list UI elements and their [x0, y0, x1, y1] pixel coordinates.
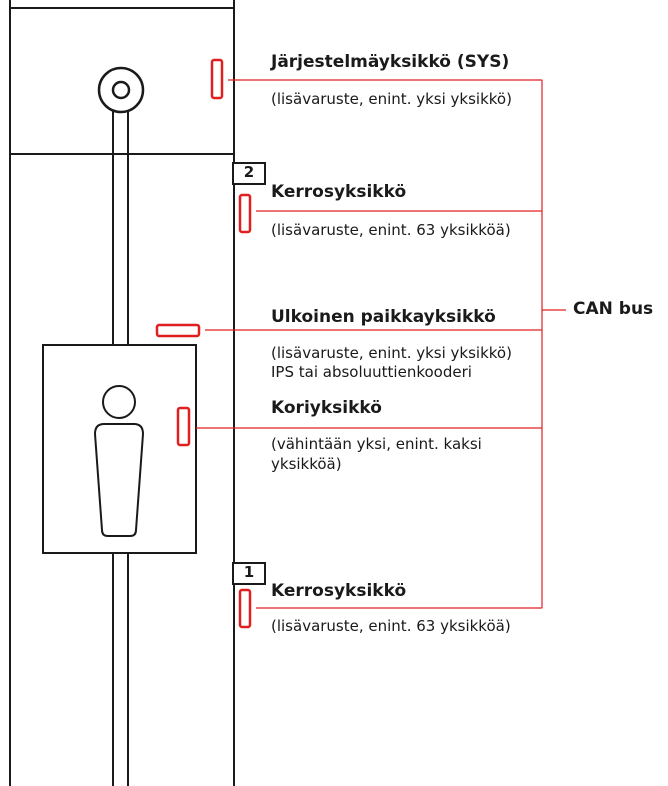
floor-unit-2-title: Kerrosyksikkö [271, 182, 407, 202]
can-bus-wiring [196, 79, 566, 609]
system-unit-marker [210, 58, 224, 100]
system-unit-description: (lisävaruste, enint. yksi yksikkö) [271, 90, 512, 108]
floor-number-2: 2 [243, 163, 255, 181]
position-unit-marker [155, 323, 201, 338]
can-bus-label: CAN bus [573, 299, 654, 319]
floor-unit-1-description: (lisävaruste, enint. 63 yksikköä) [271, 617, 511, 635]
position-unit-description-line2: IPS tai absoluuttienkooderi [271, 363, 472, 381]
car-unit-description-line1: (vähintään yksi, enint. kaksi [271, 435, 482, 453]
position-unit-title: Ulkoinen paikkayksikkö [271, 307, 496, 327]
floor-unit-1-marker [238, 588, 252, 629]
system-unit-ring-icon [97, 66, 145, 114]
car-unit-marker [176, 406, 191, 447]
floor-unit-1-title: Kerrosyksikkö [271, 581, 407, 601]
car-unit-description-line2: yksikköä) [271, 455, 342, 473]
position-unit-description-line1: (lisävaruste, enint. yksi yksikkö) [271, 344, 512, 362]
system-unit-title: Järjestelmäyksikkö (SYS) [271, 52, 510, 72]
car-unit-title: Koriyksikkö [271, 398, 382, 418]
floor-number-box-2 [232, 162, 266, 185]
floor-number-1: 1 [243, 563, 255, 581]
floor-unit-2-description: (lisävaruste, enint. 63 yksikköä) [271, 221, 511, 239]
floor-unit-2-marker [238, 193, 252, 234]
floor-number-box-1 [232, 562, 266, 585]
person-icon [93, 385, 145, 537]
